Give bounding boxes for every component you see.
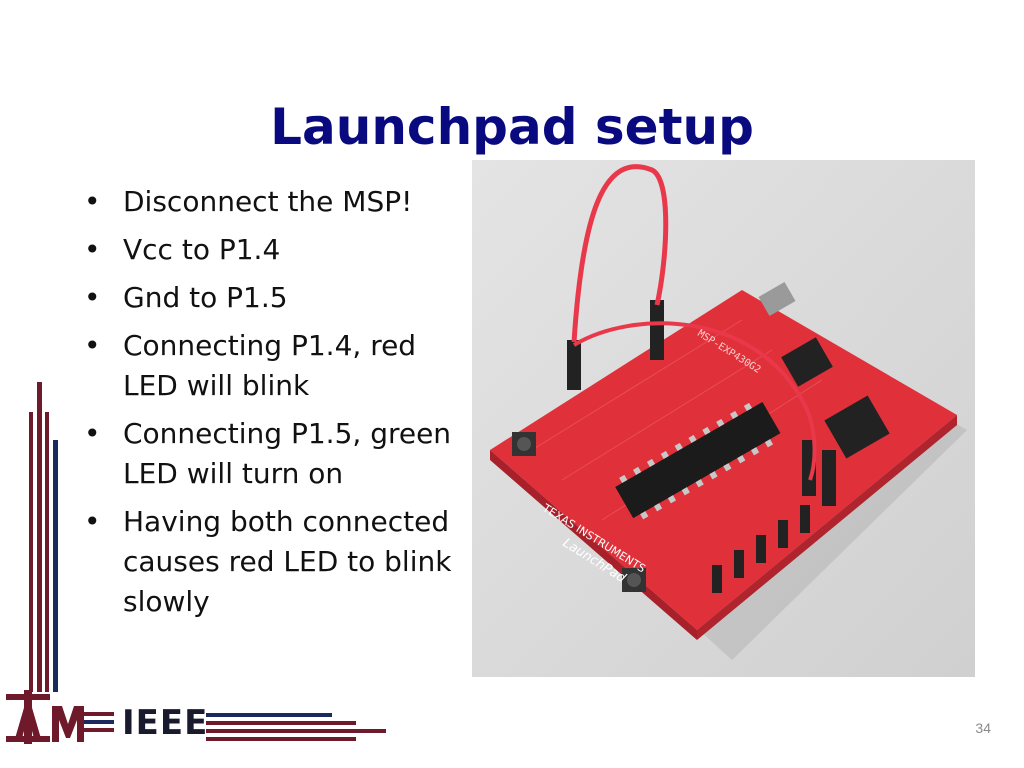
slide-number: 34 <box>975 720 991 736</box>
bullet-item: •Connecting P1.5, green LED will turn on <box>80 414 460 494</box>
bullet-dot-icon: • <box>84 417 101 450</box>
bullet-dot-icon: • <box>84 185 101 218</box>
bullet-item: •Gnd to P1.5 <box>80 278 460 318</box>
launchpad-board-photo: TEXAS INSTRUMENTS LaunchPad MSP-EXP430G2 <box>472 160 975 677</box>
bullet-item: •Vcc to P1.4 <box>80 230 460 270</box>
decorative-bars <box>29 382 58 692</box>
bullet-dot-icon: • <box>84 505 101 538</box>
bullet-dot-icon: • <box>84 233 101 266</box>
bullet-dot-icon: • <box>84 329 101 362</box>
bullet-list: •Disconnect the MSP! •Vcc to P1.4 •Gnd t… <box>80 182 460 630</box>
bullet-dot-icon: • <box>84 281 101 314</box>
tamu-ieee-logo <box>6 690 386 744</box>
bullet-item: •Disconnect the MSP! <box>80 182 460 222</box>
ieee-logo-text: IEEE <box>122 703 209 743</box>
slide-title: Launchpad setup <box>270 97 754 156</box>
bullet-item: •Connecting P1.4, red LED will blink <box>80 326 460 406</box>
bullet-item: •Having both connected causes red LED to… <box>80 502 460 622</box>
